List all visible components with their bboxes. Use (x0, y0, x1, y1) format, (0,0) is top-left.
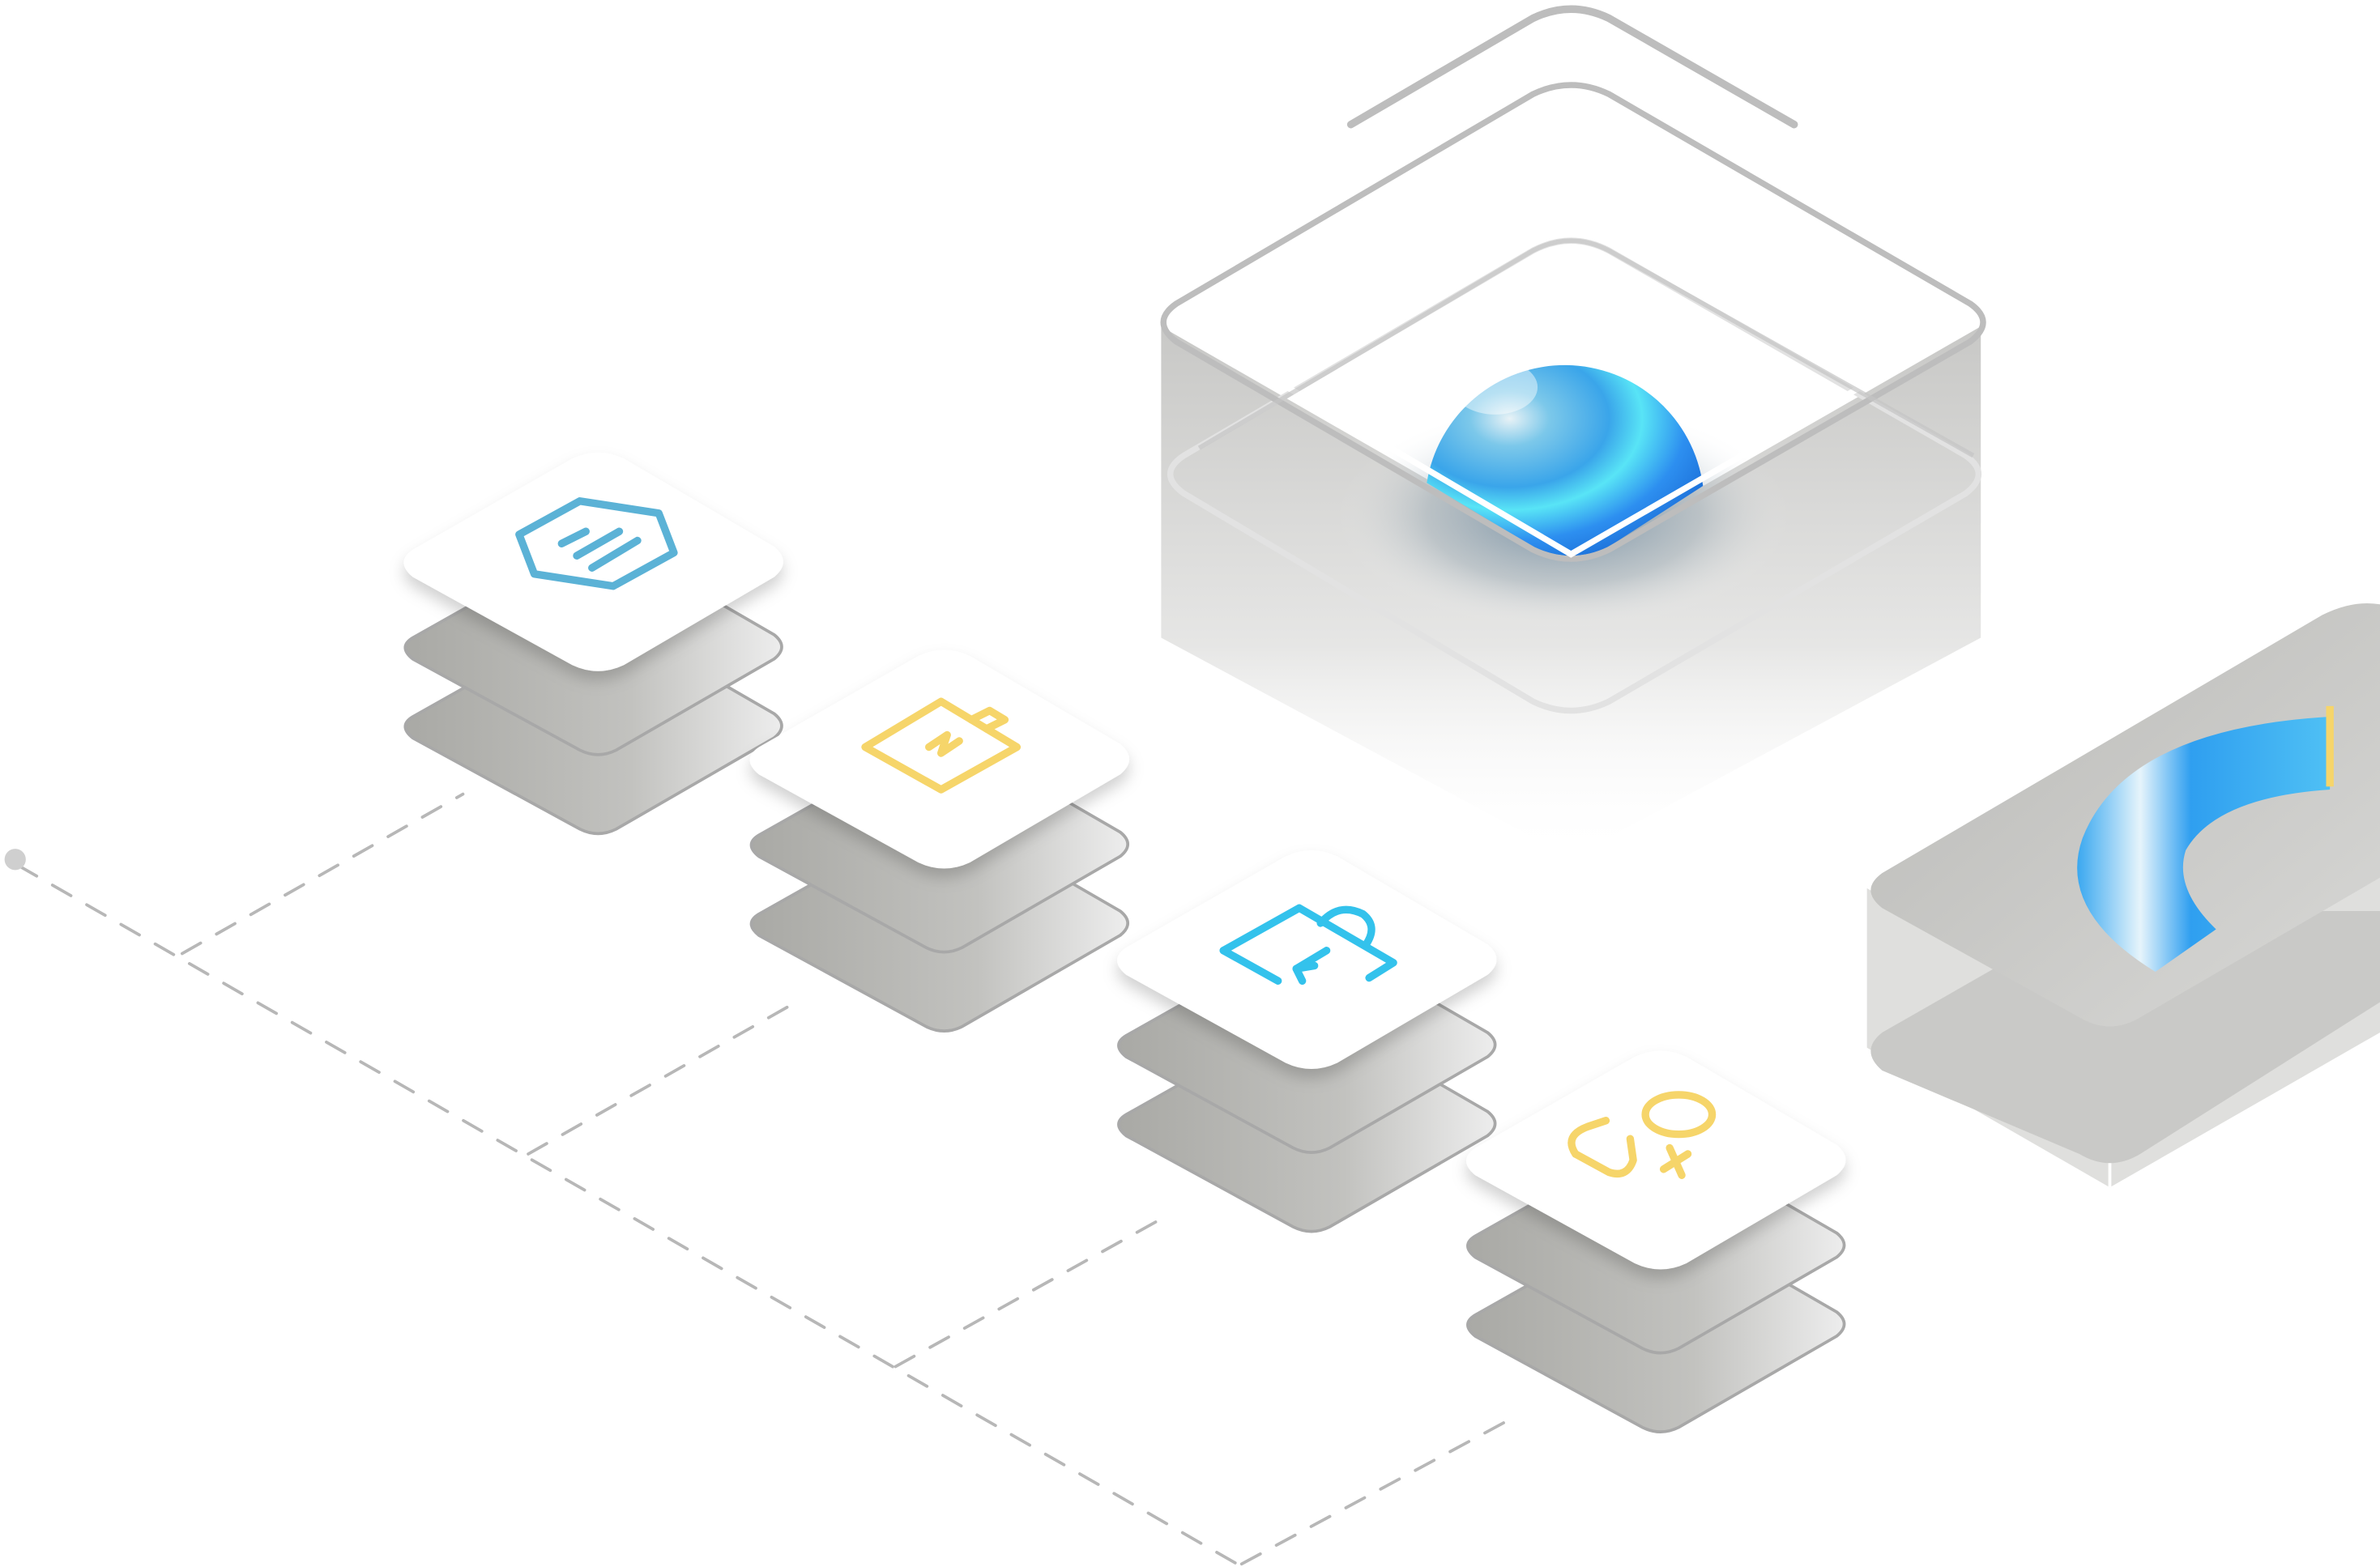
connector-start-dot (4, 849, 26, 871)
sphere-box (1160, 5, 1986, 858)
gauge-box (1866, 603, 2380, 1188)
tile-stack-3 (1117, 850, 1497, 1233)
hexagon-bars-icon (515, 497, 678, 590)
tile-stack-4 (1466, 1050, 1846, 1433)
key-plus-icon (1567, 1091, 1717, 1179)
bag-arrow-icon (1219, 904, 1397, 985)
connector-lines (16, 792, 1520, 1566)
battery-bolt-icon (861, 697, 1022, 794)
arc-gauge-icon (2077, 705, 2334, 972)
tile-stack-2 (749, 649, 1130, 1033)
tile-stack-1 (403, 452, 783, 836)
